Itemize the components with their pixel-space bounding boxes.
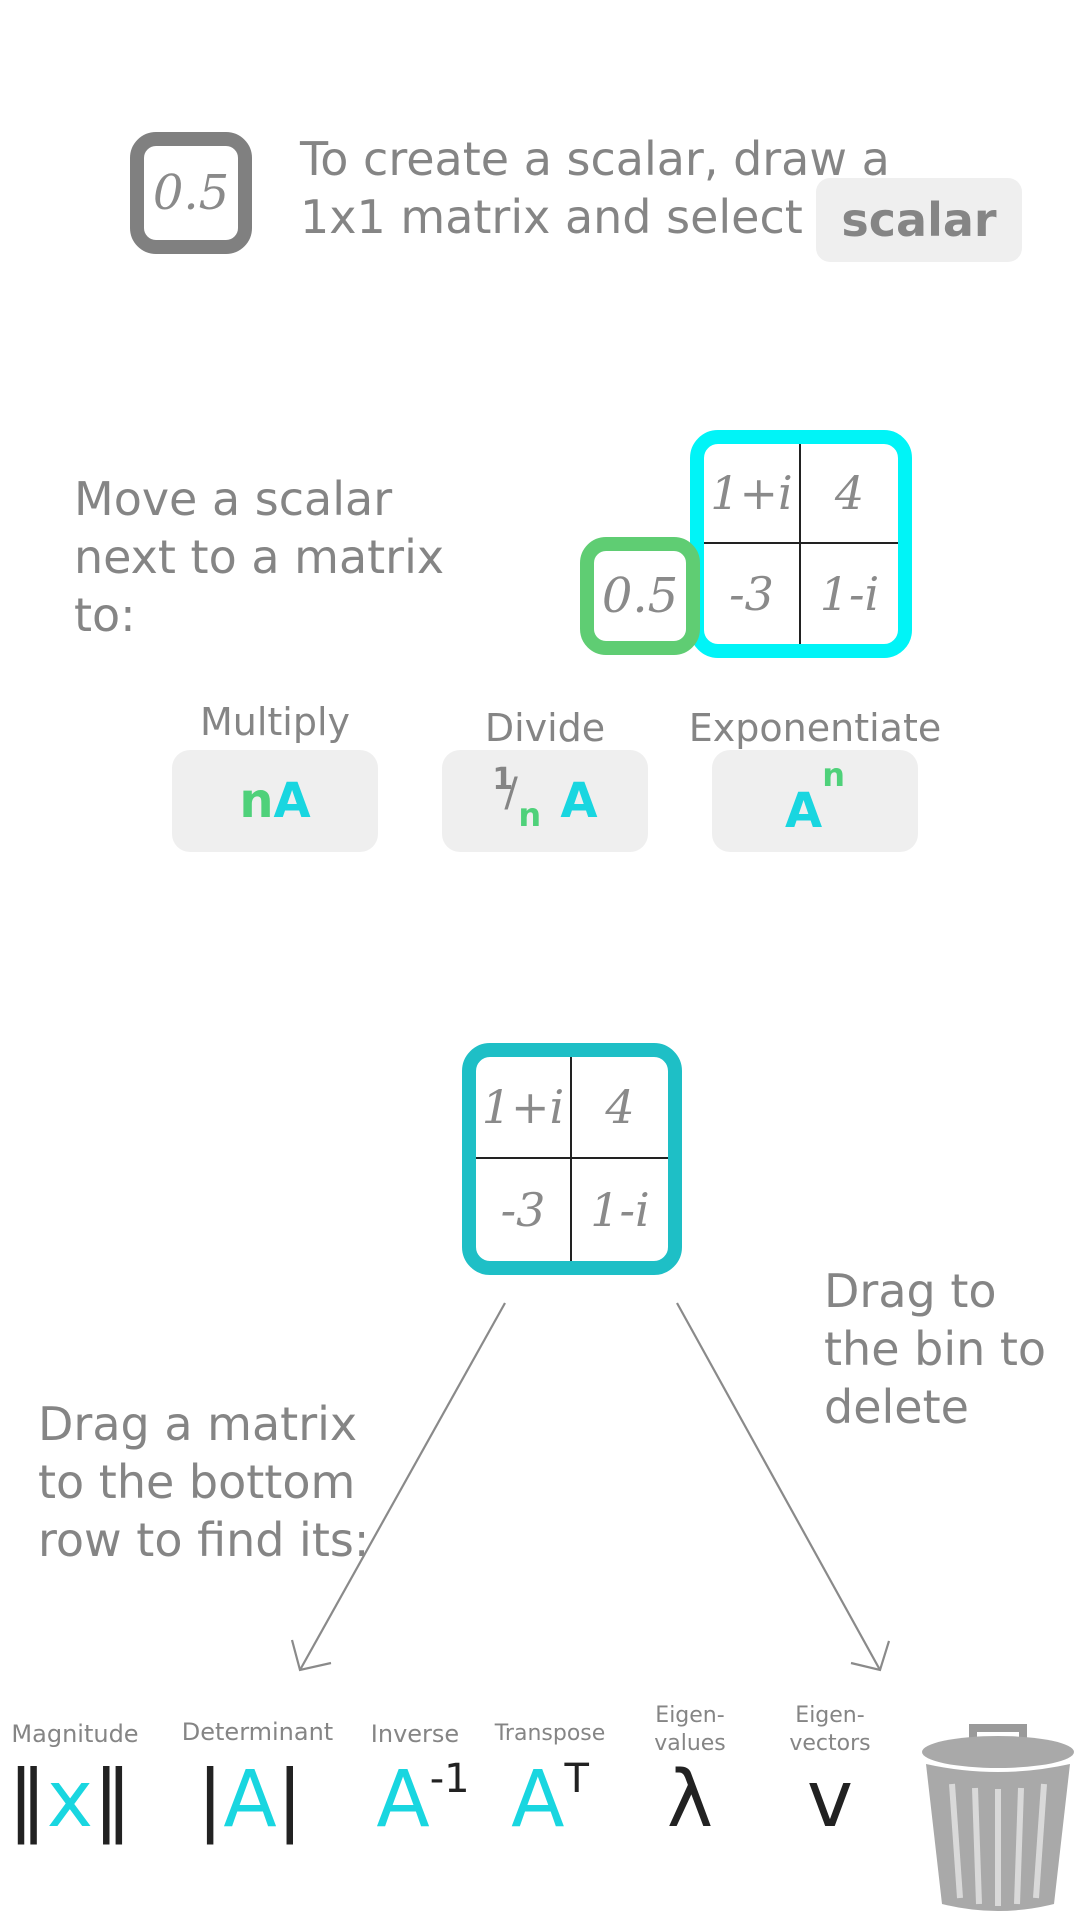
transpose-label: Transpose xyxy=(494,1721,606,1746)
matrix-cell: 1-i xyxy=(590,1183,650,1237)
matrix-cell: -3 xyxy=(476,1159,572,1261)
eigenvectors-drop-target[interactable]: v xyxy=(790,1755,870,1845)
scalar-instruction: To create a scalar, draw a 1x1 matrix an… xyxy=(300,130,1020,246)
transpose-sup: T xyxy=(564,1756,589,1802)
multiply-label: Multiply xyxy=(199,700,351,744)
eigenvectors-symbol: v xyxy=(806,1755,854,1845)
eigenvalues-label: Eigen- values xyxy=(640,1702,740,1758)
matrix-cell: 1+i xyxy=(704,444,801,544)
move-scalar-instruction: Move a scalar next to a matrix to: xyxy=(74,472,445,642)
scalar-instruction-line2: 1x1 matrix and select xyxy=(300,190,803,244)
determinant-label: Determinant xyxy=(181,1718,334,1746)
trash-bin-icon[interactable] xyxy=(918,1722,1078,1912)
matrix-cell: -3 xyxy=(704,544,801,644)
eigenvalues-label-line2: values xyxy=(654,1731,726,1756)
fraction-denominator: n xyxy=(518,796,542,834)
magnitude-bar-left: ‖ xyxy=(7,1755,47,1845)
determinant-bar-right: | xyxy=(276,1755,303,1845)
matrix-cell: 4 xyxy=(572,1057,668,1159)
matrix-cell: 4 xyxy=(801,444,898,544)
fraction-icon: 1 / n xyxy=(492,762,544,836)
multiply-n: n xyxy=(239,773,274,829)
exponent-base: A xyxy=(785,783,823,839)
transpose-drop-target[interactable]: AT xyxy=(505,1755,595,1845)
scalar-button[interactable]: scalar xyxy=(816,178,1022,262)
divide-a: A xyxy=(560,773,598,829)
eigenvalues-label-line1: Eigen- xyxy=(655,1703,725,1728)
exponentiate-label: Exponentiate xyxy=(688,706,942,750)
determinant-a: A xyxy=(223,1755,277,1845)
inverse-sup: -1 xyxy=(429,1756,470,1802)
magnitude-drop-target[interactable]: ‖x‖ xyxy=(5,1755,135,1845)
magnitude-bar-right: ‖ xyxy=(93,1755,133,1845)
eigenvectors-label: Eigen- vectors xyxy=(780,1702,880,1758)
scalar-instruction-line1: To create a scalar, draw a xyxy=(300,132,890,186)
multiply-a: A xyxy=(273,773,311,829)
scalar-example-box: 0.5 xyxy=(130,132,252,254)
divide-button[interactable]: 1 / n A xyxy=(442,750,648,852)
eigenvectors-label-line2: vectors xyxy=(789,1731,871,1756)
magnitude-label: Magnitude xyxy=(11,1720,139,1748)
scalar-example-value: 0.5 xyxy=(152,165,230,221)
matrix-cell: 1+i xyxy=(476,1057,572,1159)
determinant-drop-target[interactable]: |A| xyxy=(185,1755,315,1845)
arrow-down-left-icon xyxy=(290,1302,506,1672)
divide-label: Divide xyxy=(484,706,606,750)
draggable-matrix[interactable]: 1+i 4 -3 1-i xyxy=(462,1043,682,1275)
drag-to-bin-instruction: Drag to the bin to delete xyxy=(824,1264,1047,1434)
fraction-numerator: 1 xyxy=(492,762,514,797)
transpose-a: A xyxy=(511,1755,565,1845)
drag-to-bottom-instruction: Drag a matrix to the bottom row to find … xyxy=(38,1397,370,1567)
inverse-label: Inverse xyxy=(370,1720,460,1748)
exponent-n: n xyxy=(822,756,845,794)
determinant-bar-left: | xyxy=(197,1755,224,1845)
scalar-value: 0.5 xyxy=(601,568,679,624)
example-scalar-green: 0.5 xyxy=(580,537,700,655)
fraction-slash: / xyxy=(504,770,518,816)
inverse-a: A xyxy=(376,1755,430,1845)
inverse-drop-target[interactable]: A-1 xyxy=(368,1755,478,1845)
matrix-cell: 1-i xyxy=(819,567,880,621)
eigenvalues-drop-target[interactable]: λ xyxy=(650,1755,730,1845)
eigenvalues-symbol: λ xyxy=(666,1755,714,1845)
example-matrix-cyan: 1+i 4 -3 1-i xyxy=(690,430,912,658)
magnitude-x: x xyxy=(46,1755,94,1845)
arrow-down-right-icon xyxy=(676,1302,891,1672)
eigenvectors-label-line1: Eigen- xyxy=(795,1703,865,1728)
